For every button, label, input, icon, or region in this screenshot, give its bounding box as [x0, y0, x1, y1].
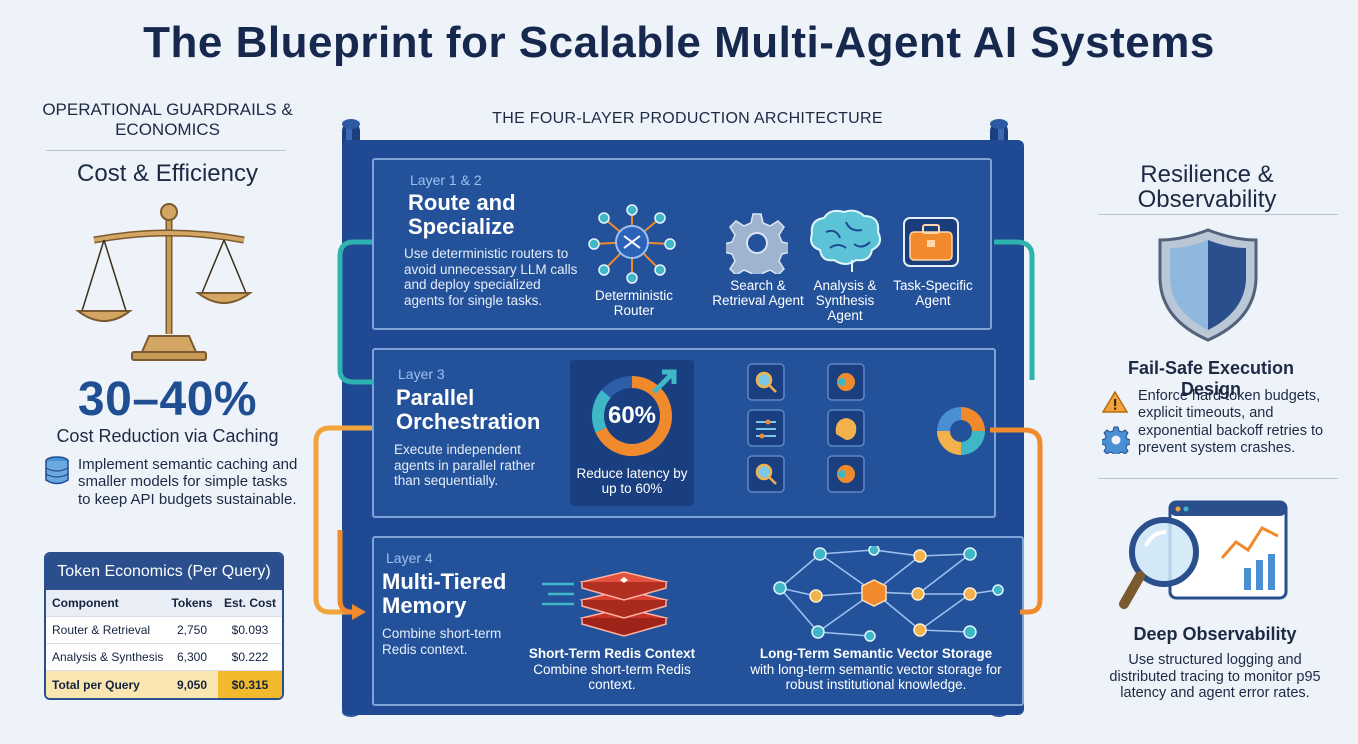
cost-reduction-description: Implement semantic caching and smaller m… [78, 456, 298, 508]
redis-stack-icon [542, 571, 669, 637]
vector-graph-icon [773, 546, 1004, 642]
agent-label-task: Task-Specific Agent [893, 278, 973, 309]
brain-icon [810, 209, 881, 272]
agent-label-search: Search & Retrieval Agent [712, 278, 804, 309]
table-cell: 9,050 [176, 677, 208, 692]
token-economics-table: Token Economics (Per Query) Component To… [44, 552, 284, 700]
layer-4-description: Combine short-term Redis context. [382, 626, 502, 657]
redis-description: Combine short-term Redis context. [533, 662, 691, 693]
router-label: Deterministic Router [594, 288, 673, 319]
divider [46, 150, 286, 151]
table-cell: $0.222 [231, 650, 269, 664]
table-total-row: Total per Query 9,050 $0.315 [46, 671, 282, 698]
magnifier-dashboard-icon [1119, 500, 1288, 609]
table-cell: Analysis & Synthesis [52, 650, 164, 664]
layer-4-title: Multi-Tiered Memory [382, 569, 507, 619]
layer-1-2-description: Use deterministic routers to avoid unnec… [404, 246, 578, 308]
layer-4-tag: Layer 4 [386, 550, 433, 566]
shield-icon [1158, 228, 1258, 342]
latency-gauge-icon [591, 369, 677, 456]
layer-3-tag: Layer 3 [398, 366, 445, 382]
table-cell: Router & Retrieval [52, 623, 151, 637]
database-icon [45, 456, 69, 485]
latency-gauge-value: 60% [607, 402, 657, 429]
table-cell: 2,750 [176, 623, 208, 637]
balance-scale-icon [75, 203, 253, 361]
table-cell: Total per Query [52, 677, 140, 692]
layer-1-2-title: Route and Specialize [408, 190, 516, 240]
briefcase-icon [903, 217, 959, 267]
table-row: Router & Retrieval 2,750 $0.093 [46, 617, 282, 644]
table-header-row: Component Tokens Est. Cost [46, 590, 282, 617]
router-hub-icon [588, 204, 676, 284]
flow-arrows [313, 239, 1043, 620]
divider [1098, 478, 1338, 479]
table-title: Token Economics (Per Query) [46, 554, 282, 590]
header-cell: Component [52, 596, 119, 610]
parallel-agents-grid [747, 363, 865, 493]
header-cell: Tokens [171, 596, 213, 610]
redis-title: Short-Term Redis Context [528, 646, 696, 661]
table-cell: $0.093 [231, 623, 269, 637]
fail-safe-description: Enforce hard token budgets, explicit tim… [1138, 388, 1324, 457]
layer-1-2-tag: Layer 1 & 2 [410, 172, 482, 188]
gear-icon [726, 213, 788, 274]
divider [1098, 214, 1338, 215]
observability-title: Deep Observability [1133, 624, 1297, 644]
cost-reduction-stat: 30–40% [77, 373, 258, 426]
cost-reduction-label: Cost Reduction via Caching [56, 426, 279, 446]
vector-title: Long-Term Semantic Vector Storage [759, 646, 993, 661]
fail-safe-title: Fail-Safe Execution Design [1127, 358, 1295, 399]
gear-icon [1102, 426, 1130, 454]
section-label-guardrails: OPERATIONAL GUARDRAILS & ECONOMICS [42, 100, 293, 140]
vector-description: with long-term semantic vector storage f… [750, 662, 1002, 693]
layer-4-panel [372, 536, 1024, 706]
cost-efficiency-heading: Cost & Efficiency [77, 160, 258, 187]
layer-1-2-panel [372, 158, 992, 330]
page-title: The Blueprint for Scalable Multi-Agent A… [143, 18, 1215, 67]
table-cell: $0.315 [218, 671, 282, 698]
architecture-label: THE FOUR-LAYER PRODUCTION ARCHITECTURE [492, 110, 883, 127]
table-row: Analysis & Synthesis 6,300 $0.222 [46, 644, 282, 671]
header-cell: Est. Cost [223, 596, 276, 610]
table-cell: 6,300 [176, 650, 208, 664]
layer-3-title: Parallel Orchestration [396, 385, 541, 435]
latency-gauge-label: Reduce latency by up to 60% [576, 466, 688, 497]
pie-chart-icon [937, 407, 985, 455]
observability-description: Use structured logging and distributed t… [1109, 652, 1321, 702]
warning-icon [1102, 390, 1128, 413]
resilience-heading: Resilience & Observability [1137, 161, 1277, 214]
layer-3-description: Execute independent agents in parallel r… [394, 442, 536, 489]
agent-label-analysis: Analysis & Synthesis Agent [813, 278, 877, 324]
